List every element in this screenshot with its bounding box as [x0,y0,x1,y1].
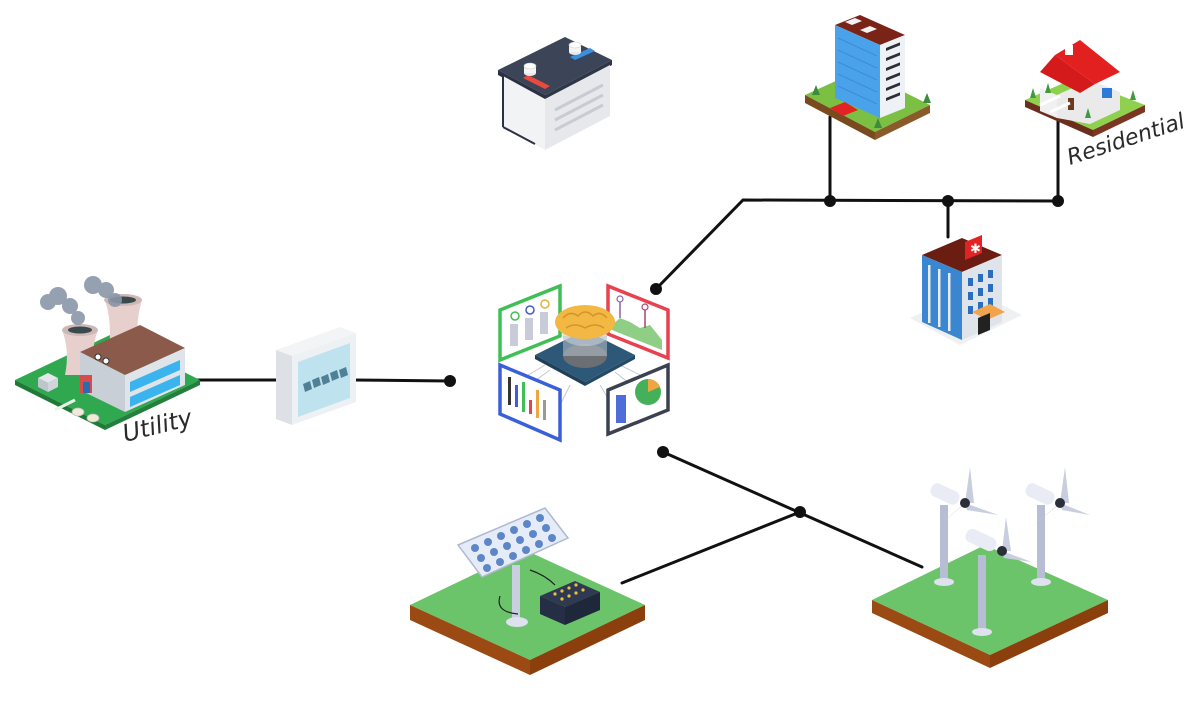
junction-dots [444,195,1064,518]
wind-turbine [930,467,998,586]
junction-dot [824,195,836,207]
junction-dot [794,506,806,518]
battery-storage-icon [498,37,612,150]
hospital-icon: ✱ [910,235,1022,345]
wind-farm-icon [872,467,1108,668]
wind-node[interactable] [872,467,1108,668]
breaker-node[interactable] [276,327,356,425]
ai-energy-management-icon [498,283,670,443]
battery-node[interactable] [498,37,612,150]
hospital-node[interactable]: ✱ [910,235,1022,345]
edge-hub-wind [661,450,924,569]
junction-dot [650,283,662,295]
solar-node[interactable] [410,507,645,675]
junction-dot [444,375,456,387]
edge-solar-junction [620,510,802,585]
solar-panel-battery-icon [410,507,645,675]
commercial-node[interactable] [805,15,931,140]
utility-node[interactable]: Utility [15,276,200,448]
circuit-breaker-panel-icon [276,327,356,425]
power-plant-icon [15,276,200,430]
office-building-icon [805,15,931,140]
residential-node[interactable]: Residential [1025,40,1188,171]
wind-turbine [1025,467,1090,586]
edge-breaker-hub [350,378,452,383]
wind-turbine [965,517,1032,636]
ai-hub-node[interactable] [498,283,670,443]
house-icon [1025,40,1145,137]
junction-dot [657,446,669,458]
junction-dot [942,195,954,207]
svg-text:✱: ✱ [970,242,981,257]
brain-icon [555,305,615,339]
junction-dot [1052,195,1064,207]
